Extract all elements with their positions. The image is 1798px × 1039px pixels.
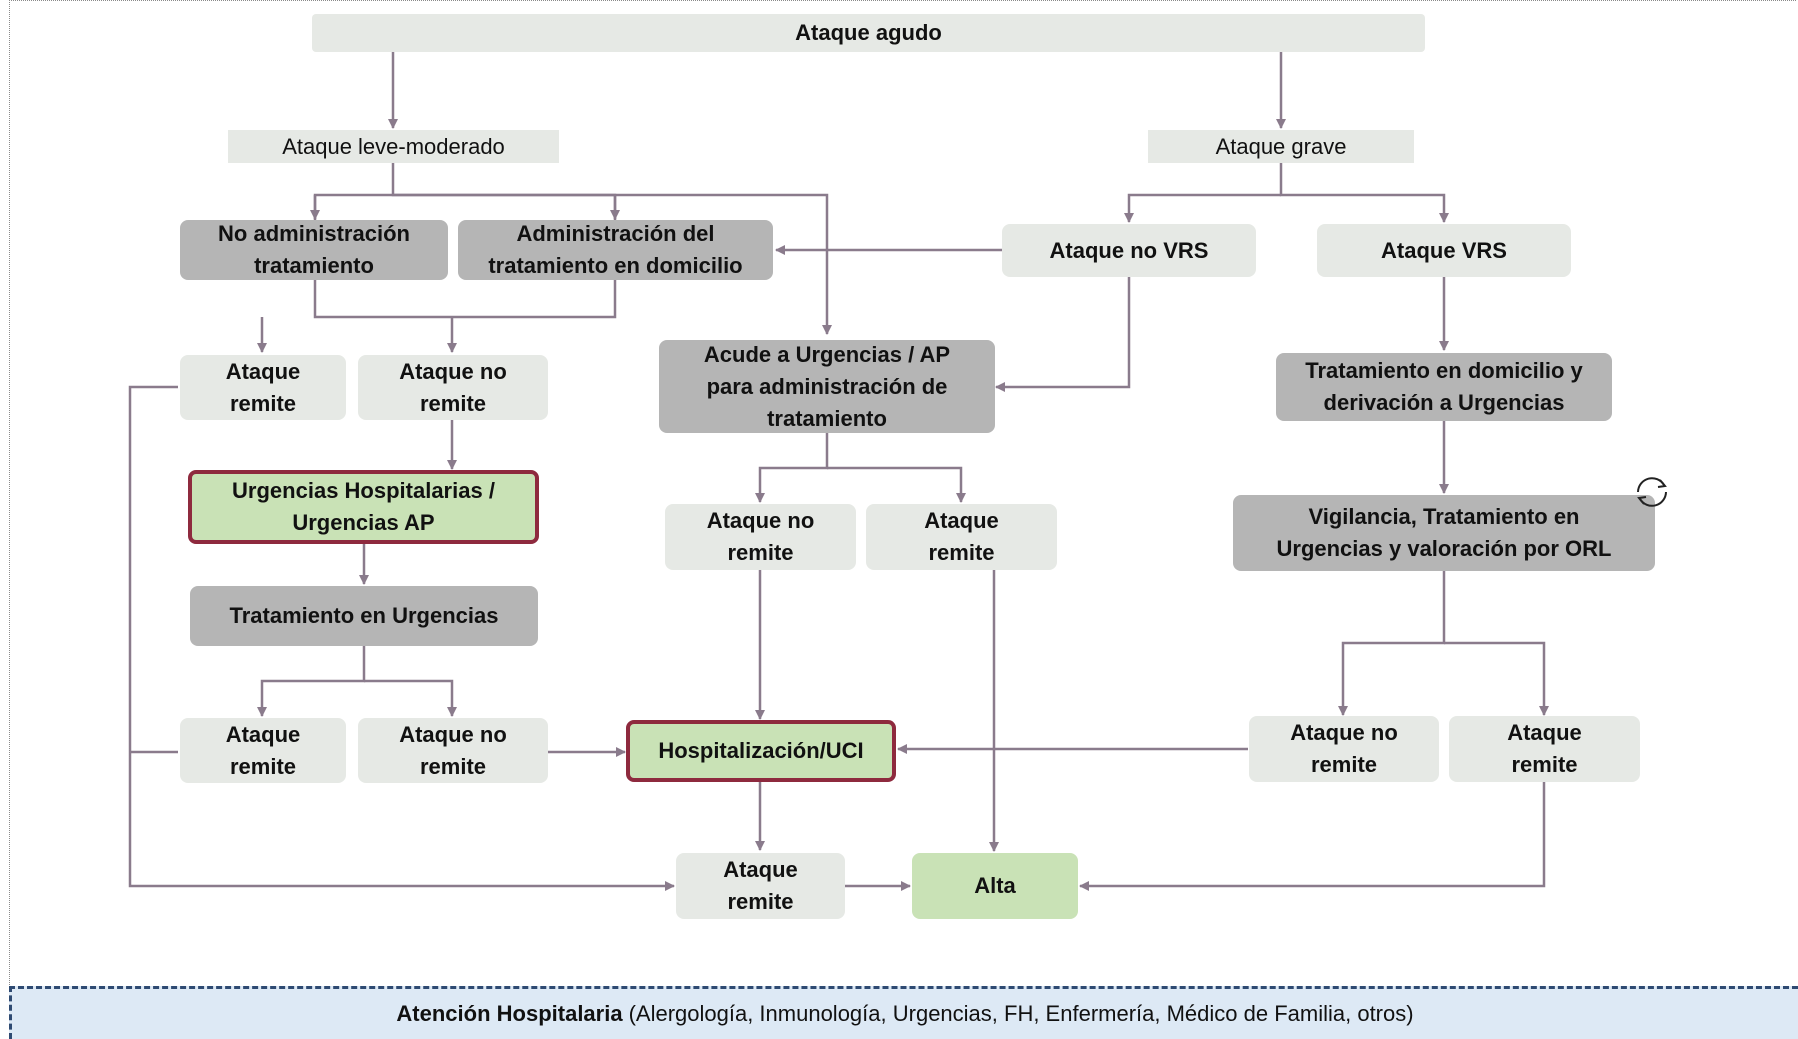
node-ataque-remite-e: Ataque remite: [676, 853, 845, 919]
node-ataque-no-vrs: Ataque no VRS: [1002, 224, 1256, 277]
node-ataque-remite-b: Ataque remite: [866, 504, 1057, 570]
node-ataque-no-remite-b: Ataque no remite: [665, 504, 856, 570]
node-ataque-vrs: Ataque VRS: [1317, 224, 1571, 277]
node-acude-urgencias: Acude a Urgencias / AP para administraci…: [659, 340, 995, 433]
node-no-administracion: No administración tratamiento: [180, 220, 448, 280]
footer-banner: Atención Hospitalaria (Alergología, Inmu…: [9, 986, 1798, 1039]
footer-detail: (Alergología, Inmunología, Urgencias, FH…: [628, 1001, 1414, 1026]
node-tratamiento-urgencias: Tratamiento en Urgencias: [190, 586, 538, 646]
node-ataque-no-remite-d: Ataque no remite: [1249, 716, 1439, 782]
node-urgencias-hospitalarias: Urgencias Hospitalarias / Urgencias AP: [188, 470, 539, 544]
node-ataque-leve-moderado: Ataque leve-moderado: [228, 130, 559, 163]
footer-title: Atención Hospitalaria: [396, 1001, 623, 1026]
node-ataque-remite-d: Ataque remite: [1449, 716, 1640, 782]
node-ataque-agudo: Ataque agudo: [312, 14, 1425, 52]
diagram-frame: [9, 0, 1796, 985]
node-ataque-grave: Ataque grave: [1148, 130, 1414, 163]
refresh-icon[interactable]: [1630, 472, 1674, 512]
node-hospitalizacion-uci: Hospitalización/UCI: [626, 720, 896, 782]
node-ataque-no-remite: Ataque no remite: [358, 355, 548, 420]
node-ataque-remite: Ataque remite: [180, 355, 346, 420]
node-ataque-remite-c: Ataque remite: [180, 718, 346, 783]
node-alta: Alta: [912, 853, 1078, 919]
node-tratamiento-domicilio-derivacion: Tratamiento en domicilio y derivación a …: [1276, 353, 1612, 421]
node-ataque-no-remite-c: Ataque no remite: [358, 718, 548, 783]
node-vigilancia-orl: Vigilancia, Tratamiento en Urgencias y v…: [1233, 495, 1655, 571]
node-administracion-domicilio: Administración del tratamiento en domici…: [458, 220, 773, 280]
